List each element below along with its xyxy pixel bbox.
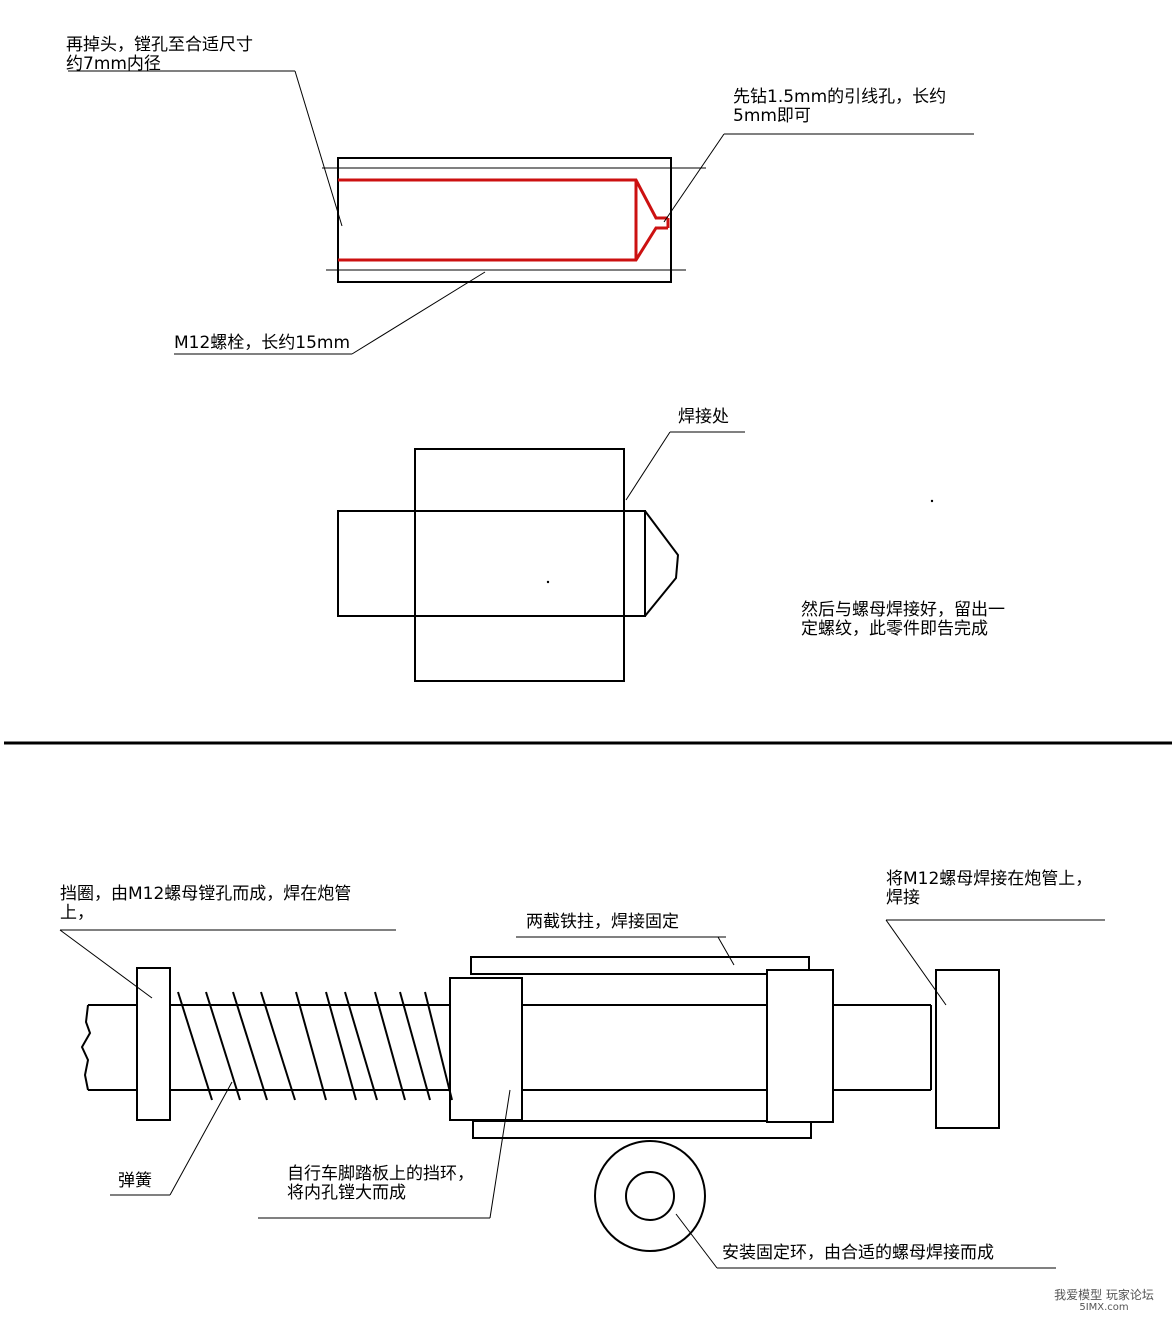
stop-ring-label: 挡圈，由M12螺母镗孔而成，焊在炮管 上，: [60, 884, 352, 923]
finish-note-label: 然后与螺母焊接好，留出一 定螺纹，此零件即告完成: [801, 600, 1005, 639]
bolt-tip: [644, 510, 680, 617]
site-watermark: 我爱模型 玩家论坛 5IMX.com: [1046, 1288, 1162, 1314]
iron-strip-leader: [717, 936, 735, 966]
stray-dot: [546, 580, 550, 584]
pedal-ring-label: 自行车脚踏板上的挡环， 将内孔镗大而成: [287, 1164, 474, 1203]
weld-point-label: 焊接处: [678, 407, 729, 427]
pilot-hole-leader: [663, 133, 725, 223]
nut-body: [414, 448, 625, 682]
stop-ring: [136, 967, 171, 1121]
left-pedal-ring: [449, 977, 523, 1121]
watermark-domain: 5IMX.com: [1079, 1302, 1129, 1313]
mount-ring-outer: [594, 1140, 706, 1252]
pedal-ring-leader: [489, 1089, 511, 1219]
top-leaders: [68, 70, 974, 355]
bolt-leader: [351, 271, 486, 355]
barrel-assembly: [80, 956, 1000, 1252]
iron-strip-label: 两截铁拄，焊接固定: [526, 912, 679, 932]
spring-coils: [177, 991, 453, 1101]
bore-hole-leader: [294, 70, 343, 227]
bore-profile: [338, 178, 670, 262]
welded-nut: [935, 969, 1000, 1129]
stop-ring-leader: [59, 929, 153, 999]
right-pedal-ring: [766, 969, 834, 1123]
bolt-body: [337, 157, 672, 283]
mount-ring-label: 安装固定环，由合适的螺母焊接而成: [722, 1243, 994, 1263]
watermark-title: 我爱模型 玩家论坛: [1054, 1288, 1154, 1302]
bolt-shank: [337, 510, 646, 617]
nut-weld-label: 将M12螺母焊接在炮管上， 焊接: [886, 869, 1093, 908]
nut-weld-leader: [885, 919, 947, 1006]
spring-leader: [169, 1081, 233, 1196]
bolt-extension-lines: [322, 167, 706, 271]
mount-ring-leader: [675, 1213, 718, 1269]
weld-leader: [625, 431, 745, 501]
mount-ring-inner: [625, 1171, 675, 1221]
pilot-hole-label: 先钻1.5mm的引线孔，长约 5mm即可: [733, 87, 947, 126]
stray-dot: [930, 499, 934, 503]
bottom-leaders: [59, 919, 1105, 1269]
bolt-label: M12螺栓，长约15mm: [174, 333, 351, 353]
lower-iron-strip: [472, 1120, 812, 1139]
bolt-bore-drawing: [337, 157, 672, 283]
nut-weld-drawing: [337, 448, 680, 682]
upper-iron-strip: [470, 956, 810, 975]
barrel-break: [80, 1004, 92, 1091]
bore-hole-label: 再掉头，镗孔至合适尺寸 约7mm内径: [66, 35, 253, 74]
spring-label: 弹簧: [118, 1171, 152, 1191]
